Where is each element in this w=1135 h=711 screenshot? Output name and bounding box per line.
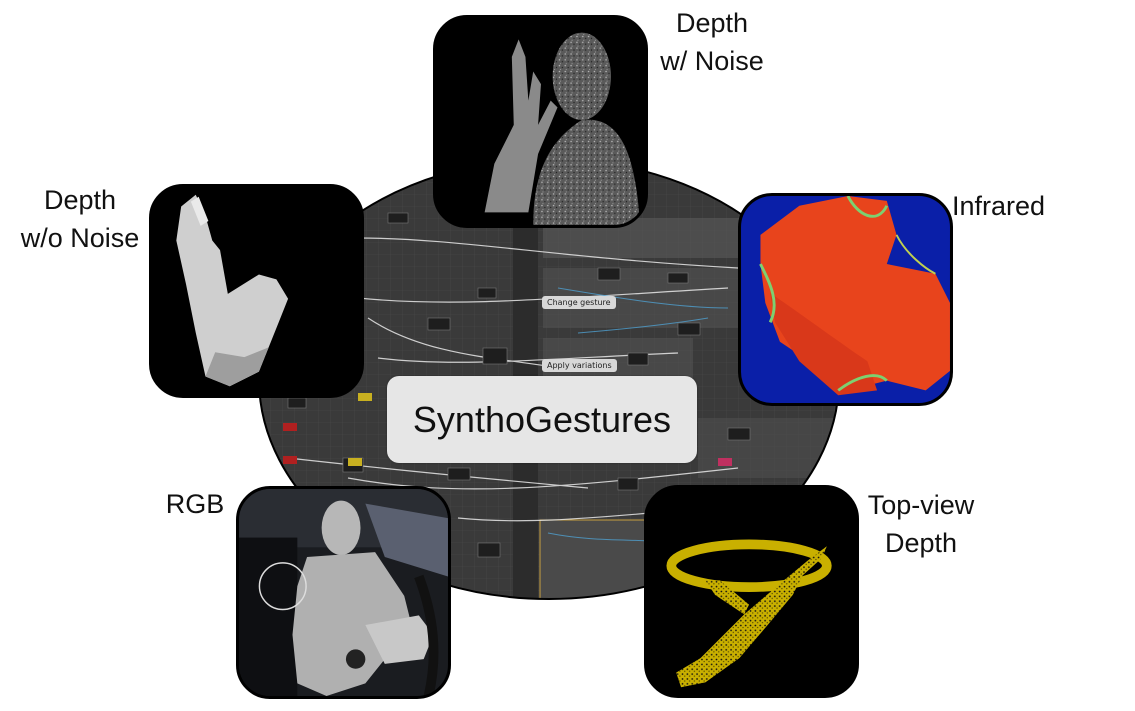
infrared-label: Infrared bbox=[952, 191, 1046, 221]
depth-noise-image bbox=[433, 15, 648, 228]
apply-variations-chip: Apply variations bbox=[542, 359, 617, 372]
rgb-image bbox=[236, 486, 451, 699]
depth-noise-label: Depth w/ Noise bbox=[652, 4, 772, 80]
depth-clean-image bbox=[149, 184, 364, 398]
topview-depth-label-line1: Top-view bbox=[867, 490, 975, 520]
depth-noise-label-line1: Depth bbox=[675, 8, 749, 38]
center-title: SynthoGestures bbox=[412, 398, 672, 440]
depth-noise-label-line2: w/ Noise bbox=[660, 46, 764, 76]
depth-clean-label-line1: Depth bbox=[43, 185, 117, 215]
rgb-label: RGB bbox=[165, 489, 225, 519]
topview-depth-image bbox=[644, 485, 859, 698]
depth-clean-label-line2: w/o Noise bbox=[20, 223, 140, 253]
center-title-box: SynthoGestures bbox=[387, 376, 697, 463]
topview-depth-label: Top-view Depth bbox=[860, 486, 982, 562]
topview-depth-label-line2: Depth bbox=[884, 528, 958, 558]
change-gesture-chip: Change gesture bbox=[542, 296, 616, 309]
depth-clean-label: Depth w/o Noise bbox=[10, 181, 150, 257]
infrared-image bbox=[738, 193, 953, 406]
